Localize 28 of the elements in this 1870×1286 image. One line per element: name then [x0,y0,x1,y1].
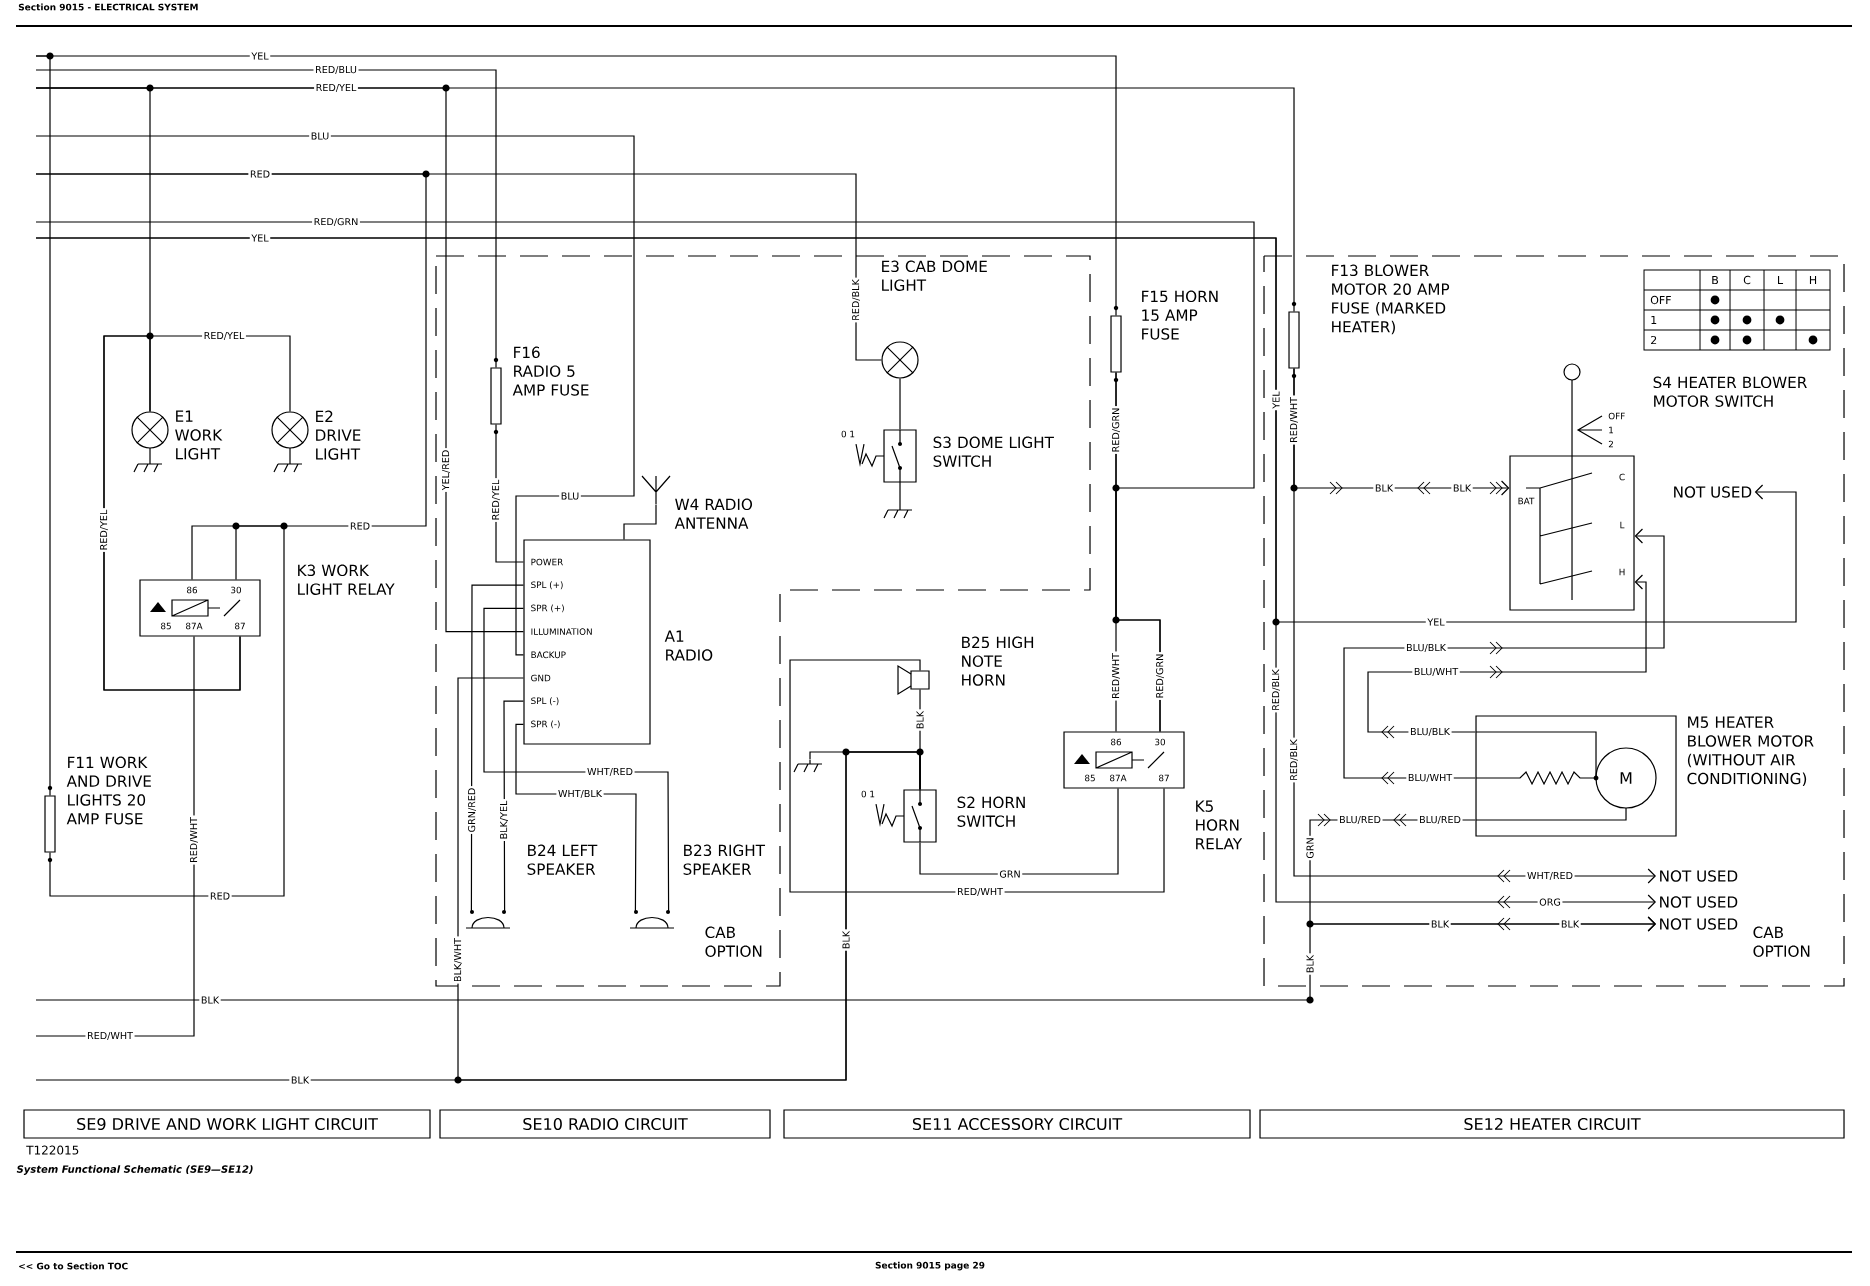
wire [49,525,285,897]
circuit-title-bar: SE10 RADIO CIRCUIT [439,1109,771,1139]
wire [35,135,635,656]
wire [503,700,524,912]
wire [1343,528,1665,779]
wire [919,788,1119,875]
wire [470,584,524,912]
circuit-title-bar: SE11 ACCESSORY CIRCUIT [783,1109,1251,1139]
wire [789,659,1165,893]
wire [809,751,921,790]
wire [899,378,901,430]
wire [35,173,882,361]
wire [103,335,291,691]
wire [623,504,657,540]
circuit-title-bar: SE9 DRIVE AND WORK LIGHT CIRCUIT [23,1109,431,1139]
wire [483,607,670,912]
wire [1115,372,1161,732]
circuit-title-bar: SE12 HEATER CIRCUIT [1259,1109,1845,1139]
wire [495,424,524,563]
motor-box: M [1475,715,1677,837]
ground-symbol [793,759,823,773]
wire [35,87,1295,312]
wire [35,916,1656,1001]
wire [35,237,1656,910]
wire [1367,574,1647,733]
wire [515,723,637,912]
wire [35,69,497,368]
wire [35,55,51,796]
